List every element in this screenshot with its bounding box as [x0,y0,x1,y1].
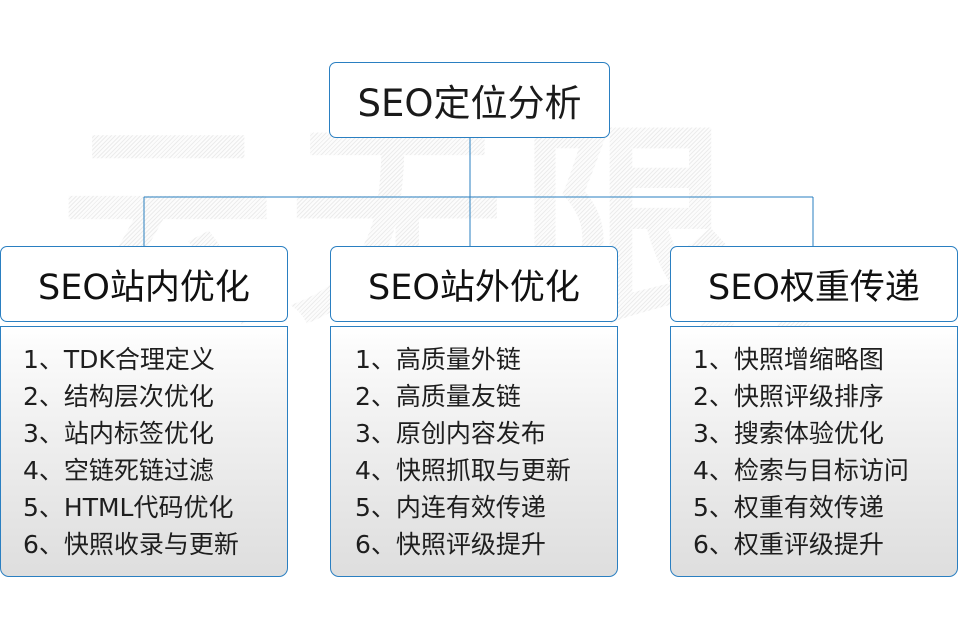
branch-item-list-1: 1、TDK合理定义 2、结构层次优化 3、站内标签优化 4、空链死链过滤 5、H… [1,341,287,563]
list-item: 3、搜索体验优化 [693,419,884,448]
list-item: 5、HTML代码优化 [23,493,234,522]
branch-body-3: 1、快照增缩略图 2、快照评级排序 3、搜索体验优化 4、检索与目标访问 5、权… [670,326,958,577]
branch-header-2[interactable]: SEO站外优化 [330,246,618,322]
list-item: 4、快照抓取与更新 [355,456,571,485]
list-item: 5、内连有效传递 [355,493,546,522]
branch-header-label-1: SEO站内优化 [38,267,250,308]
branch-header-label-3: SEO权重传递 [708,267,920,308]
root-node-label: SEO定位分析 [357,82,582,125]
list-item: 2、快照评级排序 [693,382,884,411]
branch-body-1: 1、TDK合理定义 2、结构层次优化 3、站内标签优化 4、空链死链过滤 5、H… [0,326,288,577]
list-item: 1、TDK合理定义 [23,345,215,374]
branch-item-list-3: 1、快照增缩略图 2、快照评级排序 3、搜索体验优化 4、检索与目标访问 5、权… [671,341,957,563]
branch-columns: SEO站内优化 1、TDK合理定义 2、结构层次优化 3、站内标签优化 4、空链… [0,246,960,581]
branch-header-1[interactable]: SEO站内优化 [0,246,288,322]
list-item: 6、权重评级提升 [693,530,884,559]
list-item: 1、高质量外链 [355,345,521,374]
list-item: 4、检索与目标访问 [693,456,909,485]
list-item: 6、快照收录与更新 [23,530,239,559]
branch-header-label-2: SEO站外优化 [368,267,580,308]
branch-body-2: 1、高质量外链 2、高质量友链 3、原创内容发布 4、快照抓取与更新 5、内连有… [330,326,618,577]
list-item: 5、权重有效传递 [693,493,884,522]
branch-header-3[interactable]: SEO权重传递 [670,246,958,322]
list-item: 3、站内标签优化 [23,419,214,448]
list-item: 6、快照评级提升 [355,530,546,559]
branch-column-2: SEO站外优化 1、高质量外链 2、高质量友链 3、原创内容发布 4、快照抓取与… [330,246,618,577]
branch-column-3: SEO权重传递 1、快照增缩略图 2、快照评级排序 3、搜索体验优化 4、检索与… [670,246,958,577]
branch-item-list-2: 1、高质量外链 2、高质量友链 3、原创内容发布 4、快照抓取与更新 5、内连有… [331,341,617,563]
list-item: 2、结构层次优化 [23,382,214,411]
list-item: 2、高质量友链 [355,382,521,411]
root-node[interactable]: SEO定位分析 [329,62,610,138]
branch-column-1: SEO站内优化 1、TDK合理定义 2、结构层次优化 3、站内标签优化 4、空链… [0,246,288,577]
list-item: 4、空链死链过滤 [23,456,214,485]
list-item: 1、快照增缩略图 [693,345,884,374]
list-item: 3、原创内容发布 [355,419,546,448]
